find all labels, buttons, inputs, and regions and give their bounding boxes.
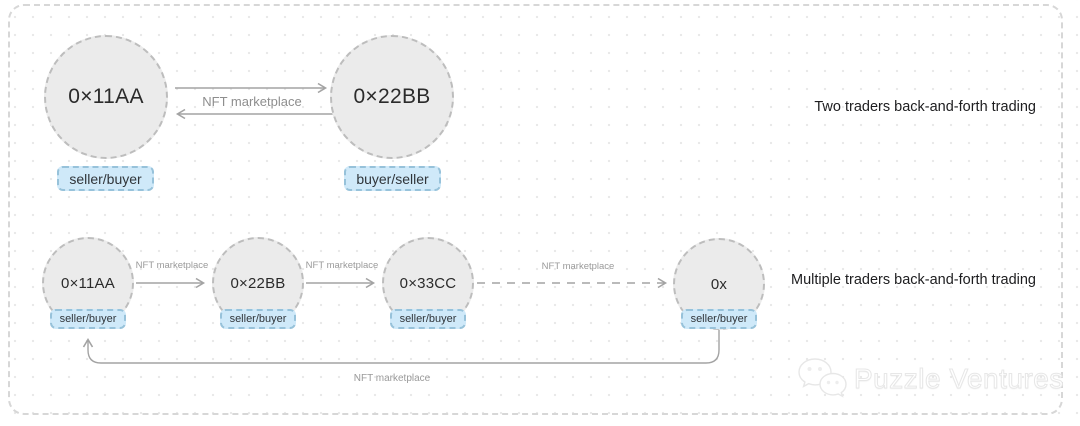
marketplace-arrow-label: NFT marketplace — [541, 261, 615, 272]
marketplace-arrow-label: NFT marketplace — [202, 94, 302, 109]
role-badge: seller/buyer — [50, 309, 126, 329]
canvas-dashed-frame — [8, 4, 1063, 415]
watermark: Puzzle Ventures — [796, 356, 1064, 402]
wallet-address: 0x — [710, 275, 728, 293]
trader-node-top-1: 0×11AA — [44, 35, 168, 159]
caption-two-traders: Two traders back-and-forth trading — [814, 99, 1036, 115]
chat-bubbles-icon — [798, 358, 847, 398]
marketplace-arrow-label: NFT marketplace — [305, 260, 379, 271]
caption-multiple-traders: Multiple traders back-and-forth trading — [790, 272, 1036, 288]
wallet-address: 0×11AA — [61, 274, 115, 292]
role-badge: seller/buyer — [57, 166, 154, 191]
trader-node-top-2: 0×22BB — [330, 35, 454, 159]
loopback-arrow-label: NFT marketplace — [353, 373, 431, 384]
role-badge: seller/buyer — [390, 309, 466, 329]
wallet-address: 0×33CC — [399, 274, 457, 292]
wallet-address: 0×22BB — [230, 274, 286, 292]
role-badge: buyer/seller — [344, 166, 441, 191]
marketplace-arrow-label: NFT marketplace — [135, 260, 209, 271]
role-badge: seller/buyer — [220, 309, 296, 329]
role-badge: seller/buyer — [681, 309, 757, 329]
wallet-address: 0×22BB — [353, 85, 431, 108]
wallet-address: 0×11AA — [68, 85, 144, 108]
watermark-text: Puzzle Ventures — [854, 363, 1064, 395]
